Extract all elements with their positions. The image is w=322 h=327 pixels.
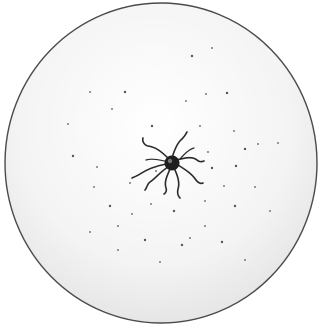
specimen-body	[165, 156, 179, 170]
speck	[117, 225, 119, 227]
speck	[131, 213, 133, 215]
speck	[204, 200, 206, 202]
speck	[129, 182, 131, 184]
speck	[277, 142, 279, 144]
speck	[124, 91, 126, 93]
speck	[185, 100, 187, 102]
speck	[151, 125, 153, 127]
speck	[181, 244, 183, 246]
speck	[109, 205, 111, 207]
speck	[173, 210, 175, 212]
speck	[117, 249, 119, 251]
speck	[150, 203, 152, 205]
speck	[111, 108, 113, 110]
speck	[204, 225, 206, 227]
speck	[96, 166, 98, 168]
speck	[89, 91, 91, 93]
speck	[233, 130, 235, 132]
speck	[199, 125, 201, 127]
speck	[211, 47, 213, 49]
speck	[189, 237, 191, 239]
speck	[205, 93, 207, 95]
speck	[72, 155, 74, 157]
speck	[244, 259, 246, 261]
speck	[257, 143, 259, 145]
speck	[144, 239, 146, 241]
speck	[244, 148, 246, 150]
speck	[223, 185, 225, 187]
speck	[67, 123, 69, 125]
speck	[226, 92, 228, 94]
speck	[191, 55, 193, 57]
speck	[89, 231, 91, 233]
petri-dish	[5, 3, 317, 323]
speck	[234, 205, 236, 207]
speck	[207, 151, 209, 153]
speck	[254, 186, 256, 188]
speck	[221, 241, 223, 243]
speck	[155, 170, 157, 172]
speck	[269, 210, 271, 212]
speck	[159, 261, 161, 263]
speck	[93, 186, 95, 188]
specimen-body-highlight	[168, 159, 172, 163]
speck	[235, 165, 237, 167]
speck	[211, 167, 213, 169]
